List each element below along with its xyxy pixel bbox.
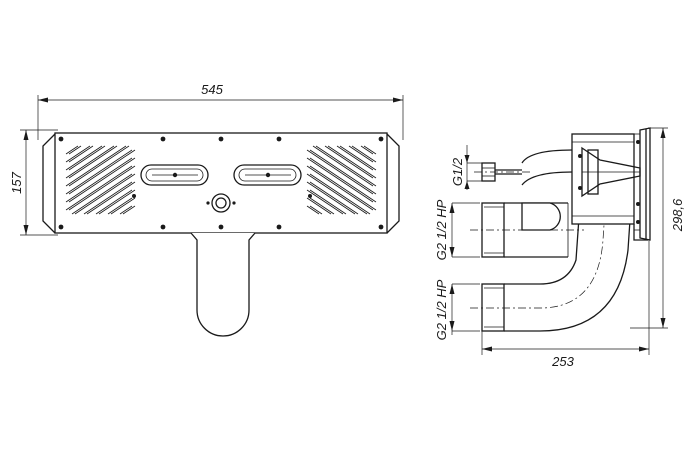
side-depth-label: 253 [551, 354, 574, 369]
side-view: 298,6 253 G1/2 G2 1/2 HP [434, 127, 685, 369]
valve-housing [571, 133, 641, 225]
upper-elbow-inner [521, 171, 573, 186]
center-air-valve [206, 193, 236, 213]
side-height-dimension: 298,6 [630, 127, 685, 329]
left-grille [65, 145, 136, 215]
bottom-inlet-pipe [470, 202, 631, 332]
upper-elbow-outer [521, 149, 573, 164]
side-depth-dimension: 253 [481, 240, 650, 369]
thread-inlet-top-label: G2 1/2 HP [434, 199, 449, 260]
front-width-dimension: 545 [37, 82, 404, 140]
front-height-dimension: 157 [9, 129, 58, 236]
front-view: 545 157 [9, 82, 404, 337]
nozzle-slot-left [140, 164, 209, 186]
side-height-label: 298,6 [670, 198, 685, 232]
nozzle-slot-right [233, 164, 302, 186]
mounting-screws [58, 136, 384, 230]
air-fitting [474, 162, 530, 182]
right-flange [386, 133, 400, 234]
thread-inlet-bottom-dimension: G2 1/2 HP [434, 279, 480, 340]
thread-g12-dimension: G1/2 [450, 145, 485, 190]
front-height-label: 157 [9, 171, 24, 193]
lower-outlet [190, 232, 256, 337]
front-width-label: 545 [201, 82, 223, 97]
front-plate [54, 132, 388, 234]
left-flange [42, 133, 56, 234]
top-inlet-pipe [470, 202, 584, 258]
right-grille [306, 145, 377, 215]
thread-g12-label: G1/2 [450, 157, 465, 186]
front-faceplate [633, 127, 651, 241]
thread-inlet-top-dimension: G2 1/2 HP [434, 199, 480, 260]
thread-inlet-bottom-label: G2 1/2 HP [434, 279, 449, 340]
